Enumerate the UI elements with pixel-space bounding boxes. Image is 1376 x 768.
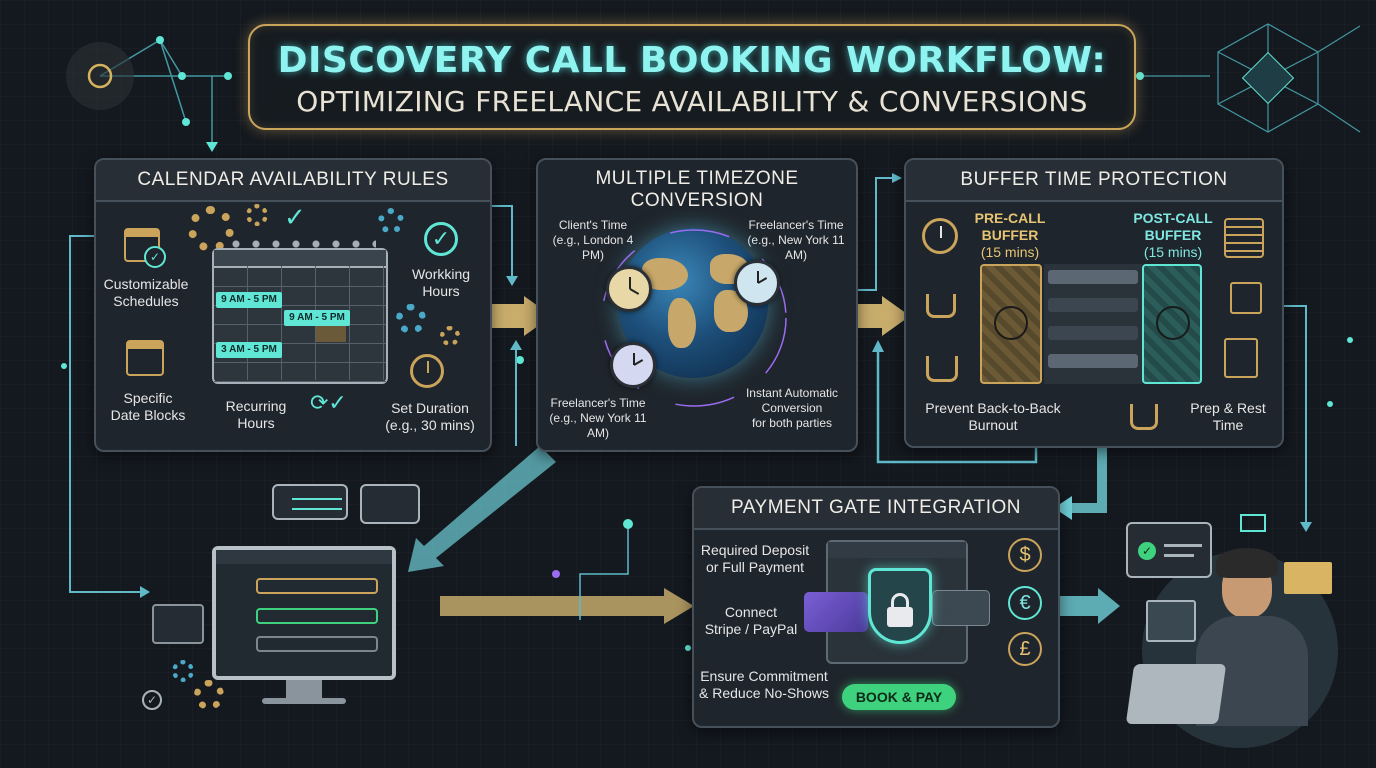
gear-icon xyxy=(194,680,224,710)
notepad-icon xyxy=(1224,218,1264,258)
gear-icon xyxy=(172,660,194,682)
freelancer-time-label-top: Freelancer's Time(e.g., New York 11 AM) xyxy=(747,218,845,262)
laptop-icon xyxy=(1125,664,1227,724)
calendar-check-icon: ✓ xyxy=(124,228,166,268)
freelancer-time-label-bottom: Freelancer's Time(e.g., New York 11 AM) xyxy=(549,396,647,440)
stopwatch-icon xyxy=(410,354,444,388)
client-time-label: Client's Time(e.g., London 4 PM) xyxy=(552,218,634,262)
monitor-base xyxy=(262,698,346,704)
ensure-commitment-label: Ensure Commitment& Reduce No-Shows xyxy=(699,668,829,701)
page-subtitle: OPTIMIZING FREELANCE AVAILABILITY & CONV… xyxy=(296,85,1088,118)
euro-icon: € xyxy=(1008,586,1042,620)
clipboard-icon xyxy=(1224,338,1258,378)
calendar-grid-icon xyxy=(126,340,164,376)
check-circle-icon: ✓ xyxy=(142,690,162,710)
chat-bubble-icon xyxy=(272,484,348,520)
time-slot: 3 AM - 5 PM xyxy=(216,342,282,358)
gear-icon xyxy=(378,208,404,234)
title-banner: DISCOVERY CALL BOOKING WORKFLOW: OPTIMIZ… xyxy=(248,24,1136,130)
dollar-icon: $ xyxy=(1008,538,1042,572)
sidebar-window-icon xyxy=(152,604,204,644)
credit-card-icon xyxy=(932,590,990,626)
open-mail-icon xyxy=(1146,600,1196,642)
time-slot: 9 AM - 5 PM xyxy=(216,292,282,308)
gear-icon xyxy=(440,326,460,346)
monitor-stand xyxy=(286,680,322,698)
freelancer-clock-icon xyxy=(734,260,780,306)
pre-call-buffer-block xyxy=(980,264,1042,384)
check-circle-icon: ✓ xyxy=(424,222,458,256)
gear-icon xyxy=(188,206,234,252)
notification-bubble-icon: ✓ xyxy=(1126,522,1212,578)
payment-panel-heading: PAYMENT GATE INTEGRATION xyxy=(694,488,1058,530)
globe-orbit xyxy=(601,229,787,407)
post-call-buffer-block xyxy=(1142,264,1202,384)
highlight-cell xyxy=(316,326,346,342)
gear-icon xyxy=(246,204,268,226)
coffee-cup-icon xyxy=(926,294,956,318)
mail-icon xyxy=(1240,514,1266,532)
mail-icon xyxy=(1284,562,1332,594)
time-slot: 9 AM - 5 PM xyxy=(284,310,350,326)
shield-lock-icon xyxy=(868,568,932,644)
person-hair xyxy=(1216,548,1278,578)
freelancer-clock-icon xyxy=(610,342,656,388)
book-and-pay-button[interactable]: BOOK & PAY xyxy=(842,684,956,710)
gear-icon xyxy=(396,304,426,334)
page-title: DISCOVERY CALL BOOKING WORKFLOW: xyxy=(277,40,1107,81)
calendar-binding-rings xyxy=(226,236,376,252)
calendar-panel-heading: CALENDAR AVAILABILITY RULES xyxy=(96,160,490,202)
pound-icon: £ xyxy=(1008,632,1042,666)
credit-card-icon xyxy=(804,592,868,632)
set-duration-label: Set Duration(e.g., 30 mins) xyxy=(385,400,475,433)
chat-bubble-icon xyxy=(360,484,420,524)
buffer-panel-heading: BUFFER TIME PROTECTION xyxy=(906,160,1282,202)
coffee-cup-icon xyxy=(1130,404,1158,430)
stopwatch-icon xyxy=(922,218,958,254)
coffee-cup-icon xyxy=(926,356,958,382)
refresh-check-icon: ⟳✓ xyxy=(310,390,347,415)
meeting-block xyxy=(1044,264,1142,384)
monitor xyxy=(212,546,396,680)
checkmark-icon: ✓ xyxy=(284,202,306,232)
document-icon xyxy=(1230,282,1262,314)
client-clock-icon xyxy=(606,266,652,312)
